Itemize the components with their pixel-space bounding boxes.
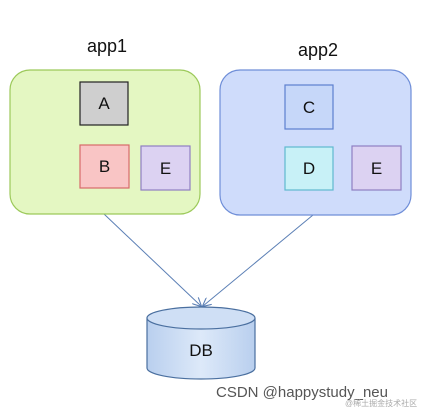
app2-node-d-label: D <box>303 159 315 178</box>
watermark-subtext: @稀土掘金技术社区 <box>345 399 418 408</box>
app2-node-d <box>284 146 334 191</box>
connector-app1-db <box>103 213 201 306</box>
database-top <box>146 306 256 330</box>
app2-node-c-label: C <box>303 98 315 117</box>
app1-node-b-label: B <box>99 157 110 176</box>
app1-node-b <box>79 144 130 189</box>
connector-app2-db <box>203 214 314 306</box>
app1-title: app1 <box>87 36 127 56</box>
app2-node-c <box>284 84 334 130</box>
database-cylinder <box>146 306 256 380</box>
app1-node-e <box>140 145 191 191</box>
app1-node-e-label: E <box>160 159 171 178</box>
app2-node-e <box>351 145 402 191</box>
watermark-text: CSDN @happystudy_neu <box>216 384 388 401</box>
database-body <box>146 318 256 380</box>
app1-node-a <box>79 81 129 126</box>
app2-node-e-label: E <box>371 159 382 178</box>
app1-node-a-label: A <box>98 94 110 113</box>
app2-title: app2 <box>298 40 338 60</box>
database-label: DB <box>189 341 213 360</box>
